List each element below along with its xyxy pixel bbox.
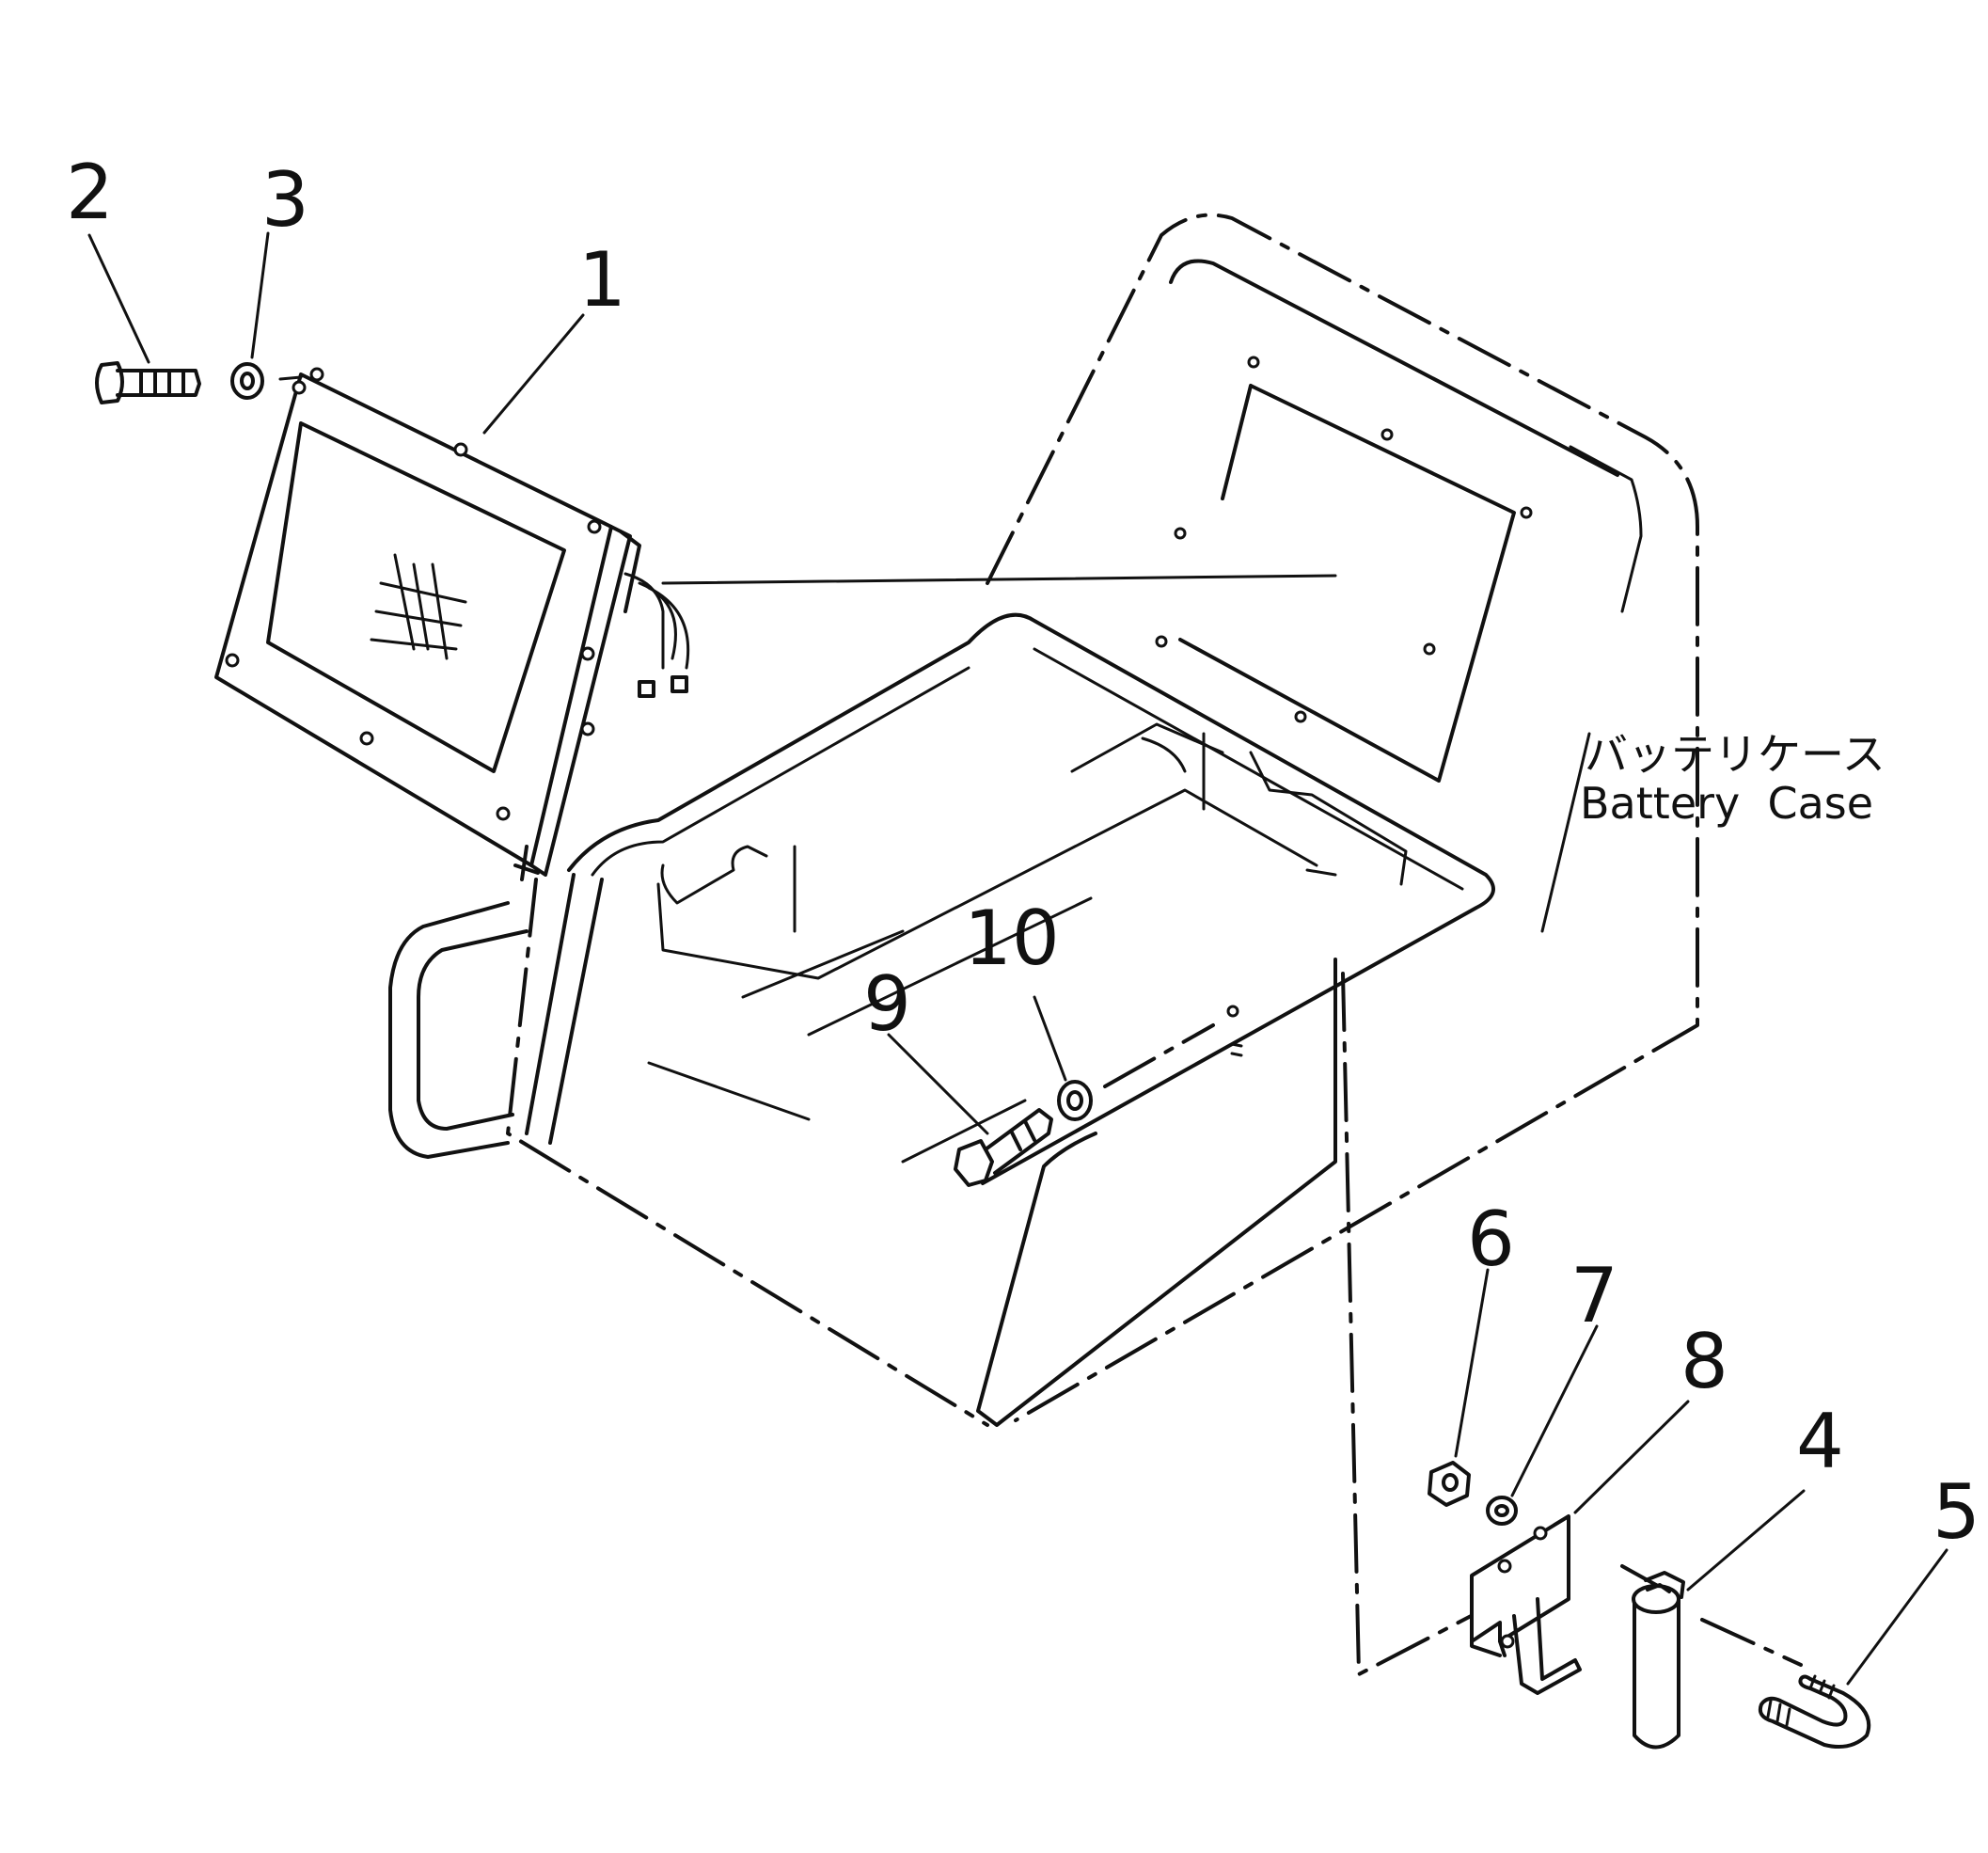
case-back-panel-inner-edge [1169, 259, 1619, 477]
leader-6 [1454, 1268, 1490, 1458]
bolt-9-shank [984, 1108, 1053, 1175]
leader-10 [1033, 995, 1067, 1082]
bolt-9-head [954, 1139, 994, 1187]
nut-6-hole [1442, 1473, 1459, 1492]
panel-to-case-leader [661, 574, 1337, 585]
part-3-washer [230, 362, 303, 400]
case-tub-inner-floor [647, 732, 1318, 1164]
panel-bottom-bolt [513, 845, 540, 881]
panel-screw-holes [225, 367, 602, 821]
leader-8 [1573, 1400, 1690, 1514]
leader-1 [482, 313, 585, 435]
callout-8: 8 [1680, 1318, 1728, 1405]
cylinder-4-body [1633, 1597, 1680, 1750]
case-tub-inner-rim [591, 647, 1464, 891]
bracket-8-hole-b [1497, 1559, 1512, 1574]
case-bolt-hole [1226, 1005, 1239, 1018]
clamp-5-ridges [1766, 1674, 1836, 1727]
nut-6-body [1428, 1461, 1471, 1507]
case-tub-partition [793, 722, 1337, 1037]
battery-case-label: バッテリケース Battery Case [1580, 729, 1885, 829]
bolt-2-shank [116, 369, 201, 397]
panel-window [266, 421, 566, 773]
bracket-8-plate [1470, 1514, 1570, 1643]
panel-wiring [623, 572, 690, 670]
callout-leaders [87, 231, 1949, 1686]
leader-7 [1510, 1324, 1599, 1497]
callout-9: 9 [863, 960, 911, 1048]
battery-case-label-en: Battery Case [1580, 778, 1873, 829]
case-back-panel-outline [986, 213, 1699, 1422]
panel-connectors [638, 675, 688, 698]
callout-7: 7 [1570, 1252, 1618, 1339]
leader-3 [250, 231, 270, 359]
case-tub-front-wall [976, 958, 1337, 1427]
bracket-8-hole-a [1533, 1526, 1548, 1541]
part-6-nut [1428, 1461, 1471, 1507]
panel-hatch [370, 553, 467, 660]
case-handle-mount [525, 873, 604, 1145]
callout-3: 3 [261, 156, 309, 244]
part-2-bolt [95, 361, 201, 404]
panel-side-depth [529, 525, 641, 877]
battery-case-label-ja: バッテリケース [1585, 729, 1885, 780]
part-8-bracket [1470, 1514, 1582, 1695]
case-tub-left-wall [506, 878, 989, 1427]
washer-10-inner [1066, 1090, 1083, 1111]
part-9-bolt [954, 1108, 1053, 1187]
part-4-cylinder [1632, 1571, 1685, 1750]
case-handle [388, 901, 529, 1159]
leader-4 [1686, 1489, 1806, 1592]
washer-3-outer [230, 362, 264, 400]
washer-3-dash [278, 375, 303, 381]
part-5-clamp [1758, 1674, 1871, 1749]
callout-1: 1 [578, 236, 626, 324]
leader-9 [887, 1033, 989, 1135]
callout-5: 5 [1933, 1468, 1980, 1556]
case-tub-top-rim [567, 612, 1495, 1185]
case-tub-inner-walls [660, 736, 1408, 905]
battery-case [388, 213, 1699, 1427]
callout-4: 4 [1796, 1398, 1844, 1485]
leader-2 [87, 233, 150, 364]
bracket-8-hole-c [1500, 1634, 1515, 1649]
washer-3-inner [240, 372, 255, 390]
cylinder-4-cap [1644, 1571, 1685, 1599]
washer-10-centerline [1103, 1023, 1215, 1088]
bracket-8-leg [1470, 1597, 1582, 1695]
washer-10-outer [1057, 1080, 1093, 1121]
case-back-panel-rim [1540, 445, 1643, 933]
case-bolt-hole-mark [1230, 1042, 1243, 1057]
case-back-window [1178, 384, 1516, 783]
cylinder-4-top [1632, 1584, 1680, 1614]
washer-7-outer [1486, 1496, 1518, 1526]
callout-numbers: 2 3 1 10 9 6 7 8 4 5 [66, 149, 1980, 1556]
assembly-centerline-vertical [1341, 972, 1478, 1676]
part-7-washer [1486, 1496, 1518, 1526]
washer-7-inner [1494, 1504, 1509, 1517]
part-10-washer [1057, 1023, 1215, 1121]
leader-5 [1846, 1548, 1949, 1686]
part-1-panel [214, 367, 690, 881]
callout-2: 2 [66, 149, 114, 236]
clamp-5-band [1758, 1674, 1871, 1749]
callout-6: 6 [1467, 1196, 1515, 1283]
case-back-window-screws [1155, 356, 1533, 723]
callout-10: 10 [964, 895, 1060, 982]
